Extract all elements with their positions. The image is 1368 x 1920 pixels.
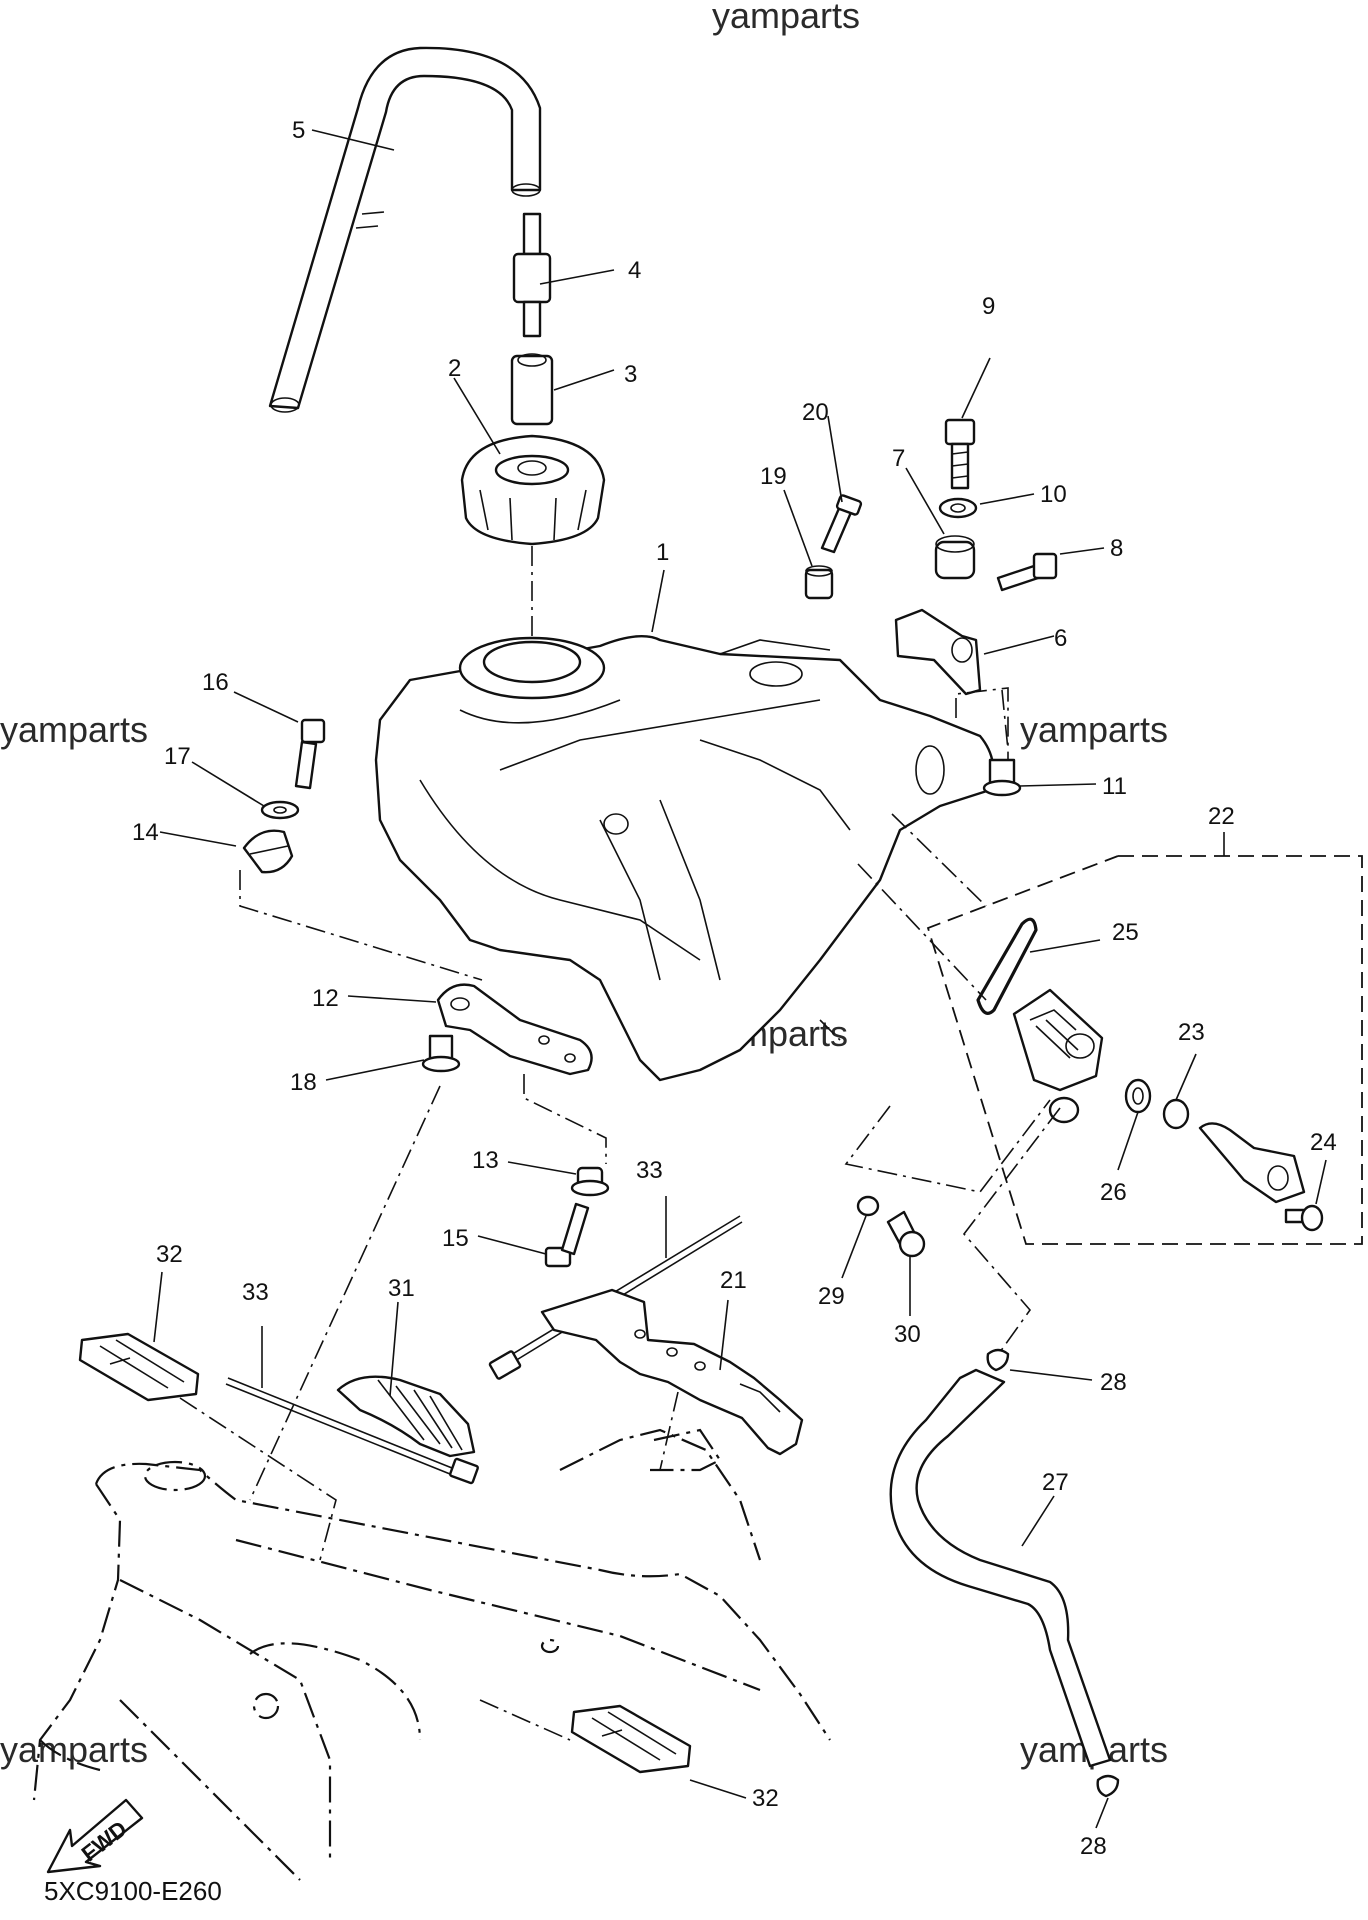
hose-clip <box>1096 1774 1120 1798</box>
callout-15: 15 <box>442 1225 469 1252</box>
fwd-arrow-icon: FWD <box>46 1798 144 1874</box>
callout-33: 33 <box>242 1279 269 1306</box>
washer <box>856 1195 880 1217</box>
callout-22: 22 <box>1208 803 1235 830</box>
callout-28: 28 <box>1100 1369 1127 1396</box>
bolt <box>544 1202 590 1268</box>
callout-9: 9 <box>982 293 995 320</box>
callout-12: 12 <box>312 985 339 1012</box>
diagram-code: 5XC9100-E260 <box>44 1876 222 1906</box>
callout-29: 29 <box>818 1283 845 1310</box>
callout-6: 6 <box>1054 625 1067 652</box>
callout-2: 2 <box>448 355 461 382</box>
callout-7: 7 <box>892 445 905 472</box>
o-ring <box>1162 1098 1190 1130</box>
bolt <box>944 418 976 490</box>
leader-lines <box>153 129 1327 1829</box>
screw <box>886 1210 926 1258</box>
callout-17: 17 <box>164 743 191 770</box>
callout-27: 27 <box>1042 1469 1069 1496</box>
frame-outline <box>32 1428 831 1881</box>
stay <box>894 608 982 696</box>
pad <box>78 1332 200 1402</box>
callout-23: 23 <box>1178 1019 1205 1046</box>
collar <box>804 565 834 600</box>
bolt <box>820 494 863 554</box>
bolt <box>294 718 326 790</box>
callout-18: 18 <box>290 1069 317 1096</box>
damper <box>570 1166 610 1197</box>
callout-10: 10 <box>1040 481 1067 508</box>
callout-11: 11 <box>1102 773 1127 800</box>
collar <box>421 1034 461 1073</box>
callout-21: 21 <box>720 1267 747 1294</box>
callout-5: 5 <box>292 117 305 144</box>
callout-20: 20 <box>802 399 829 426</box>
callout-3: 3 <box>624 361 637 388</box>
side-pad <box>336 1375 476 1458</box>
callout-31: 31 <box>388 1275 415 1302</box>
watermark: yamparts <box>1020 709 1168 750</box>
callout-25: 25 <box>1112 919 1139 946</box>
callout-4: 4 <box>628 257 641 284</box>
callout-26: 26 <box>1100 1179 1127 1206</box>
breather-hose-short <box>510 353 554 426</box>
damper <box>242 829 294 874</box>
callout-1: 1 <box>656 539 669 566</box>
gasket <box>1124 1078 1152 1114</box>
bracket <box>540 1288 804 1456</box>
screw <box>1284 1204 1324 1232</box>
breather-hose <box>268 46 542 413</box>
callouts: 1 2 3 4 5 6 7 8 9 10 11 12 13 14 15 16 1… <box>132 117 1337 1860</box>
bolt <box>996 552 1058 592</box>
watermark: yamparts <box>712 0 860 36</box>
lever-assy <box>1198 1122 1306 1204</box>
pad <box>570 1704 692 1774</box>
assembly-outline <box>926 855 1363 1245</box>
cable-band <box>488 1215 743 1380</box>
callout-24: 24 <box>1310 1129 1337 1156</box>
callout-8: 8 <box>1110 535 1123 562</box>
o-ring <box>976 917 1038 1015</box>
washer <box>938 497 978 519</box>
assembly-lines <box>179 687 1061 1741</box>
watermark: yamparts <box>0 1729 148 1770</box>
fuel-cap <box>460 434 606 640</box>
fuel-tank <box>374 634 995 1082</box>
callout-32: 32 <box>156 1241 183 1268</box>
callout-16: 16 <box>202 669 229 696</box>
callout-33: 33 <box>636 1157 663 1184</box>
cable-band <box>225 1377 479 1485</box>
damper <box>934 535 976 580</box>
watermark: yamparts <box>0 709 148 750</box>
callout-13: 13 <box>472 1147 499 1174</box>
breather-joint <box>512 212 552 338</box>
callout-32: 32 <box>752 1785 779 1812</box>
callout-14: 14 <box>132 819 159 846</box>
hose-clip <box>986 1348 1010 1372</box>
washer <box>260 800 300 820</box>
collar <box>982 758 1022 797</box>
plate <box>436 983 593 1076</box>
callout-19: 19 <box>760 463 787 490</box>
fuel-hose <box>889 1368 1112 1768</box>
fuel-cock <box>1012 988 1104 1124</box>
callout-28: 28 <box>1080 1833 1107 1860</box>
callout-30: 30 <box>894 1321 921 1348</box>
